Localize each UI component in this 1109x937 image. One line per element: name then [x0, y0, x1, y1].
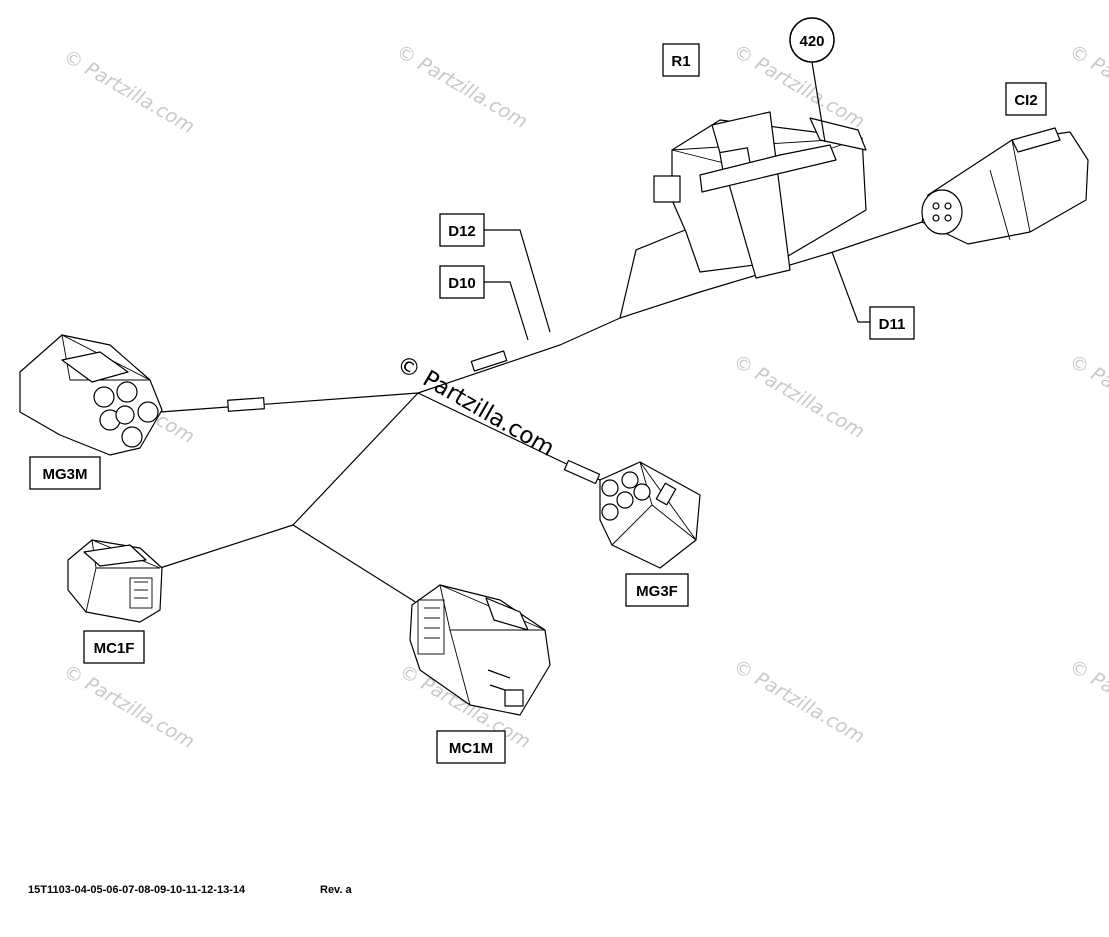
callout-420: 420: [799, 33, 824, 50]
watermark-tl: © Partzilla.com: [60, 45, 199, 138]
leader-d12: [484, 229, 551, 333]
watermark-tc: © Partzilla.com: [393, 40, 532, 133]
connector-mc1m-part: [409, 584, 551, 716]
sleeve-mg3f: [563, 459, 601, 485]
label-mc1m: MC1M: [449, 740, 493, 757]
wire-mg3m: [159, 392, 419, 413]
label-mg3f: MG3F: [636, 583, 678, 600]
leader-lines: [484, 61, 870, 341]
label-d11: D11: [879, 316, 906, 333]
label-d10: D10: [448, 275, 476, 292]
watermark-mr: © Partzilla.com: [730, 350, 869, 443]
wire-branch-r1: [619, 227, 691, 319]
harness-wires: [159, 219, 929, 609]
watermark-tr2: © Partzilla.com: [1066, 40, 1109, 133]
label-mg3m: MG3M: [43, 466, 88, 483]
label-d12: D12: [448, 223, 476, 240]
relay-r1-part: [653, 111, 867, 279]
label-mc1f: MC1F: [94, 640, 135, 657]
sleeve-mg3m: [227, 397, 265, 412]
watermark-mr2: © Partzilla.com: [1066, 350, 1109, 443]
connector-mg3m-part: [19, 334, 163, 456]
leader-d10: [484, 281, 529, 341]
leader-420: [811, 61, 826, 143]
watermark-br: © Partzilla.com: [730, 655, 869, 748]
connector-mc1f-part: [67, 539, 163, 623]
label-ci2: CI2: [1014, 92, 1037, 109]
part-labels: R1 420 CI2 D12 D10 D11 MG3M MG3F MC1F MC…: [29, 17, 1047, 764]
wire-trunk-ci2: [417, 219, 929, 394]
watermark-br2: © Partzilla.com: [1066, 655, 1109, 748]
drawing-number: 15T1103-04-05-06-07-08-09-10-11-12-13-14: [28, 884, 246, 896]
leader-d11: [831, 251, 870, 323]
label-r1: R1: [671, 53, 690, 70]
sleeve-trunk: [470, 350, 508, 372]
watermark-layer: © Partzilla.com © Partzilla.com © Partzi…: [60, 40, 1109, 753]
wire-mc1f: [159, 524, 294, 569]
revision-label: Rev. a: [320, 884, 352, 896]
wire-to-junction: [292, 392, 419, 526]
connector-ci2-part: [921, 127, 1089, 245]
connector-mg3f-part: [599, 461, 701, 569]
wire-mc1m: [292, 524, 426, 609]
watermark-bl: © Partzilla.com: [60, 660, 199, 753]
